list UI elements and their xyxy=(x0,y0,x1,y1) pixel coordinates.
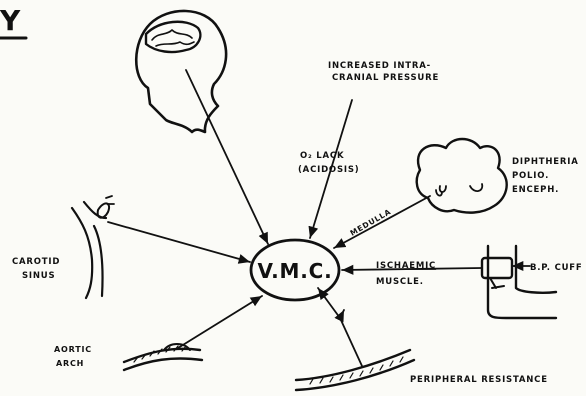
carotid-label-line1: CAROTID xyxy=(12,257,60,267)
head-icon xyxy=(136,11,226,132)
ischaemic-label-line1: ISCHAEMIC xyxy=(376,261,436,271)
diph-label-line1: DIPHTHERIA xyxy=(512,157,579,167)
vmc-node: V.M.C. xyxy=(251,240,339,300)
diph-label-line2: POLIO. xyxy=(512,171,549,181)
icp-label-line2: CRANIAL PRESSURE xyxy=(332,73,439,83)
carotid-icon xyxy=(72,196,114,298)
carotid-label-line2: SINUS xyxy=(22,271,55,281)
carotid-arrow xyxy=(108,222,250,262)
medulla-icon xyxy=(417,139,507,213)
bp-cuff-label: B.P. CUFF xyxy=(530,263,583,273)
corner-mark-text: Y xyxy=(0,4,21,37)
diph-label-line3: ENCEPH. xyxy=(512,185,559,195)
vmc-label: V.M.C. xyxy=(257,259,332,283)
peripheral-vessel-icon xyxy=(296,350,414,390)
o2-label-line1: O₂ LACK xyxy=(300,151,344,161)
medulla-arrow xyxy=(334,196,430,248)
arm-cuff-icon xyxy=(482,246,556,318)
ischaemic-label-line2: MUSCLE. xyxy=(376,277,424,287)
icp-label-line1: INCREASED INTRA- xyxy=(328,61,431,71)
corner-mark: Y xyxy=(0,4,26,38)
peripheral-midarrow xyxy=(340,310,344,318)
aortic-label-line1: AORTIC xyxy=(54,345,92,354)
aortic-label-line2: ARCH xyxy=(56,359,84,368)
aortic-arch-icon xyxy=(124,344,202,370)
medulla-label: MEDULLA xyxy=(349,207,393,238)
peripheral-label: PERIPHERAL RESISTANCE xyxy=(410,375,548,385)
head-arrow xyxy=(186,70,268,244)
aortic-arrow xyxy=(178,296,262,348)
peripheral-arrow xyxy=(318,288,362,366)
o2-label-line2: (ACIDOSIS) xyxy=(298,165,359,175)
